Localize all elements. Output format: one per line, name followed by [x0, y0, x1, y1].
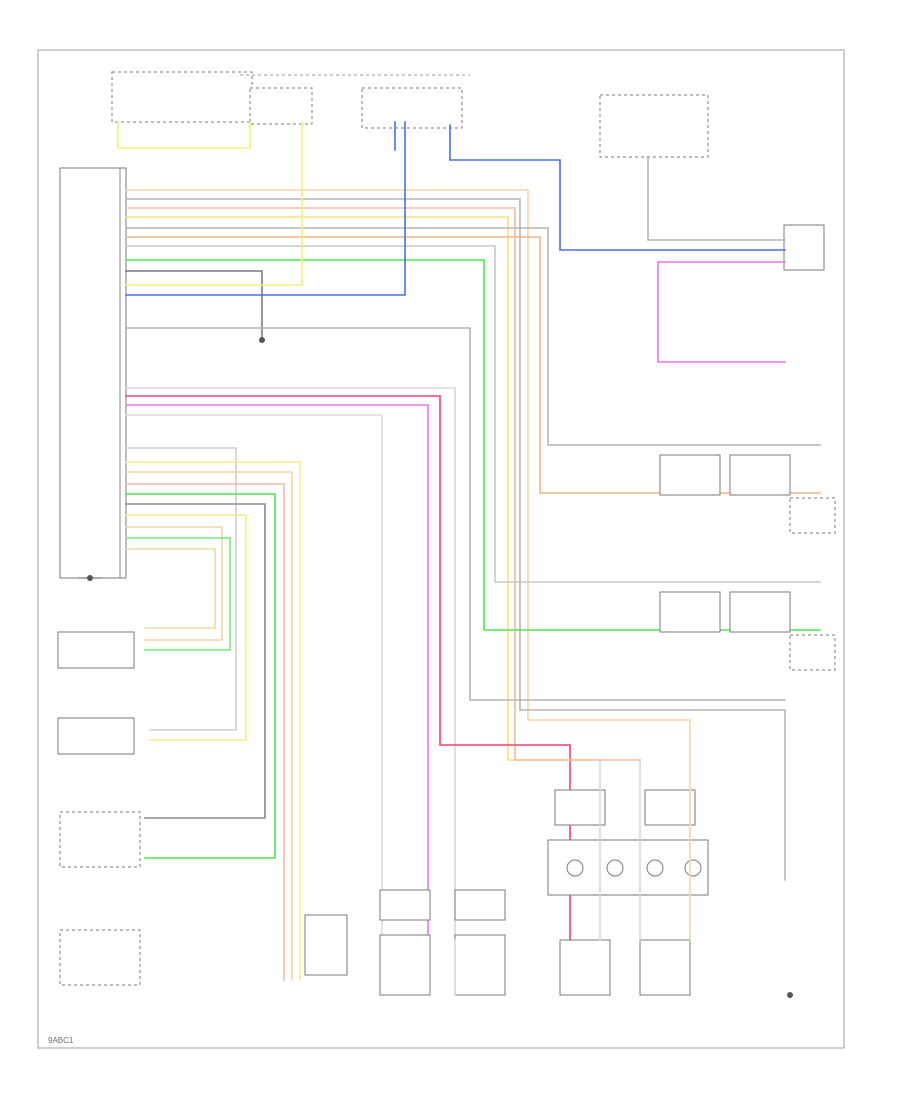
wire-grey-5 [125, 387, 456, 941]
wire-pink-2 [125, 483, 285, 981]
wire-tan-1 [125, 189, 529, 721]
diagram-frame [37, 49, 845, 1049]
wire-green-3 [125, 537, 231, 651]
inflator-modules [379, 789, 709, 996]
wire-grey-2 [125, 227, 821, 446]
wire-yellow-4 [125, 514, 247, 741]
wire-grey-top [647, 157, 786, 241]
ground-icon [787, 992, 793, 998]
ground-icon [78, 575, 102, 581]
wire-bundle-lower [125, 447, 301, 981]
right-buckle-switches [659, 454, 836, 671]
wire-yellow-1 [125, 216, 509, 761]
wire-magenta-1 [125, 404, 429, 941]
wire-yellow-2 [125, 121, 303, 286]
wire-green-2 [125, 493, 276, 859]
wire-yellow-3 [125, 461, 301, 981]
wire-blue-top [449, 124, 786, 251]
wire-grey-6 [125, 447, 237, 731]
top-connectors [111, 71, 825, 271]
wire-tan-4 [125, 548, 216, 629]
wire-tan-2 [125, 471, 293, 981]
wire-blue-1 [125, 121, 406, 296]
wire-tan-3 [125, 526, 223, 641]
wire-black-2 [125, 503, 266, 819]
wire-pink-1 [125, 207, 516, 761]
wire-bundle-top-right [117, 121, 786, 363]
left-sensors [57, 631, 348, 986]
wire-bundle-bottom [454, 719, 691, 996]
wire-magenta-top [657, 261, 786, 363]
wire-grey-1 [125, 198, 786, 881]
ground-icon [259, 337, 265, 343]
wire-green-1 [125, 259, 821, 631]
wire-grey-4 [125, 327, 786, 701]
sdm-module [59, 167, 127, 579]
wire-grey-3 [125, 245, 821, 583]
wire-black-1 [125, 270, 263, 341]
wire-bundle-upper [125, 121, 821, 881]
figure-id: 9ABC1 [48, 1036, 74, 1045]
wire-yellow-top [117, 121, 251, 149]
wire-white-1 [125, 414, 383, 941]
